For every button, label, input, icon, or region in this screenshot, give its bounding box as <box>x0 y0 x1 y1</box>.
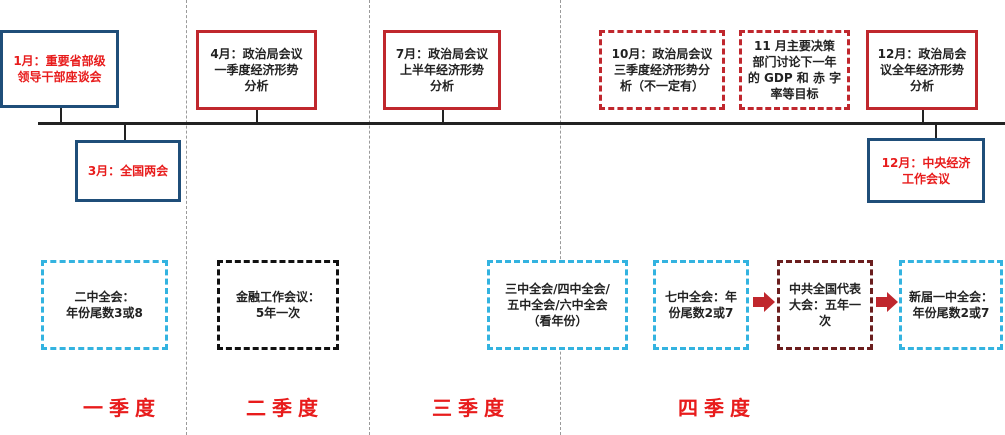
quarter-label-q2: 二季度 <box>246 396 324 420</box>
tick-jul <box>442 110 444 123</box>
event-dec-politburo: 12月：政治局会 议全年经济形势 分析 <box>866 30 978 110</box>
event-mar-two-sessions: 3月：全国两会 <box>75 140 181 202</box>
arrow-icon <box>753 292 775 312</box>
quarter-label-q4: 四季度 <box>678 396 756 420</box>
meeting-finance-work: 金融工作会议： 5年一次 <box>217 260 339 350</box>
meeting-seventh-plenum: 七中全会：年 份尾数2或7 <box>653 260 749 350</box>
tick-apr <box>256 110 258 123</box>
meeting-national-congress: 中共全国代表 大会：五年一 次 <box>777 260 873 350</box>
tick-dec-conf <box>935 124 937 138</box>
quarter-divider-3 <box>560 0 561 435</box>
quarter-label-q3: 三季度 <box>432 396 510 420</box>
event-nov-targets: 11 月主要决策 部门讨论下一年 的 GDP 和 赤 字 率等目标 <box>739 30 850 110</box>
quarter-divider-1 <box>186 0 187 435</box>
event-jan-cadre-symposium: 1月：重要省部级 领导干部座谈会 <box>0 30 119 108</box>
event-dec-economic-work-conference: 12月：中央经济 工作会议 <box>867 138 985 203</box>
arrow-icon <box>876 292 898 312</box>
quarter-label-q1: 一季度 <box>83 396 161 420</box>
event-oct-politburo: 10月：政治局会议 三季度经济形势分 析（不一定有） <box>599 30 725 110</box>
meeting-third-to-sixth-plenum: 三中全会/四中全会/ 五中全会/六中全会 （看年份） <box>487 260 628 350</box>
event-jul-politburo: 7月：政治局会议 上半年经济形势 分析 <box>383 30 501 110</box>
meeting-first-plenum: 新届一中全会： 年份尾数2或7 <box>899 260 1003 350</box>
quarter-divider-2 <box>369 0 370 435</box>
tick-mar <box>124 124 126 140</box>
meeting-second-plenum: 二中全会： 年份尾数3或8 <box>41 260 168 350</box>
tick-jan <box>60 108 62 123</box>
tick-dec <box>922 110 924 123</box>
event-apr-politburo: 4月：政治局会议 一季度经济形势 分析 <box>196 30 317 110</box>
timeline-axis <box>38 122 1005 125</box>
